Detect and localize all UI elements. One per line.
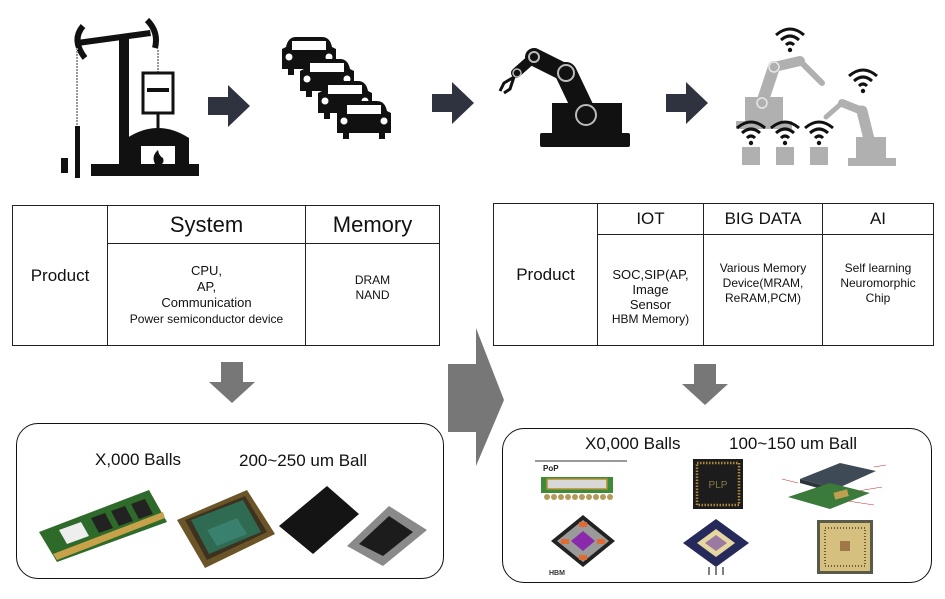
header-system: System [107,205,306,244]
plp-caption: PLP [709,480,728,491]
row-label-product: Product [12,205,108,346]
ball-size-label: 100~150 um Ball [729,434,858,453]
advanced-package-box: X0,000 Balls 100~150 um Ball PoP PLP [502,428,932,583]
item-text: Chip [865,290,891,305]
ball-size-label: 200~250 um Ball [239,451,368,470]
arrow-down-icon [680,364,730,406]
cell-ai-products: Self learning Neuromorphic Chip [822,234,934,346]
item-text: SOC,SIP(AP, [612,267,689,282]
item-text: DRAM [354,272,391,287]
big-arrow-right-icon [446,328,506,468]
item-text: ReRAM,PCM) [724,290,801,305]
balls-count-label: X0,000 Balls [585,434,681,453]
image-sensor-package-image [177,490,277,570]
right-product-table: Product IOT BIG DATA AI SOC,SIP(AP, Imag… [493,203,934,346]
legacy-package-box: X,000 Balls 200~250 um Ball [16,423,444,579]
item-text: Various Memory [719,260,807,275]
header-memory: Memory [305,205,440,244]
memory-module-image [39,482,169,562]
cell-memory-products: DRAM NAND [305,243,440,346]
item-text: Device(MRAM, [722,275,804,290]
robot-arm-icon [492,35,642,150]
sip-module-exploded-image [778,461,893,511]
item-text: HBM Memory) [611,312,690,326]
arrow-down-icon [207,362,257,404]
pga-chip-image [681,517,751,577]
header-iot: IOT [597,203,704,235]
row-label-product: Product [493,203,598,346]
plp-package-image: PLP [693,459,743,509]
arrow-right-icon [208,85,250,127]
arrow-right-icon [432,82,474,124]
item-text: Self learning [844,260,912,275]
item-text: Image [632,282,669,297]
steam-engine-icon [55,18,200,178]
item-text: Power semiconductor device [129,311,284,326]
cell-big-data-products: Various Memory Device(MRAM, ReRAM,PCM) [703,234,823,346]
header-big-data: BIG DATA [703,203,823,235]
item-text: AP, [196,278,217,294]
left-product-table: Product System Memory CPU, AP, Communica… [12,205,440,346]
cell-system-products: CPU, AP, Communication Power semiconduct… [107,243,306,346]
hbm-caption: HBM [549,570,565,577]
item-text: CPU, [190,262,223,278]
item-text: Sensor [629,297,672,312]
bga-chip-bottom-image [347,506,429,568]
wire-bond-die-image [817,520,873,574]
item-text: NAND [355,287,390,302]
hbm-package-image: HBM [543,511,633,577]
balls-count-label: X,000 Balls [95,450,181,469]
arrow-right-icon [666,82,708,124]
header-ai: AI [822,203,934,235]
cell-iot-products: SOC,SIP(AP, Image Sensor HBM Memory) [597,234,704,346]
car-traffic-icon [280,35,395,150]
bga-chip-top-image [279,486,361,556]
pop-caption: PoP [543,464,559,473]
connected-robots-wifi-icon [730,25,900,170]
item-text: Neuromorphic [840,275,916,290]
pop-package-image: PoP [533,459,629,509]
item-text: Communication [161,294,252,310]
